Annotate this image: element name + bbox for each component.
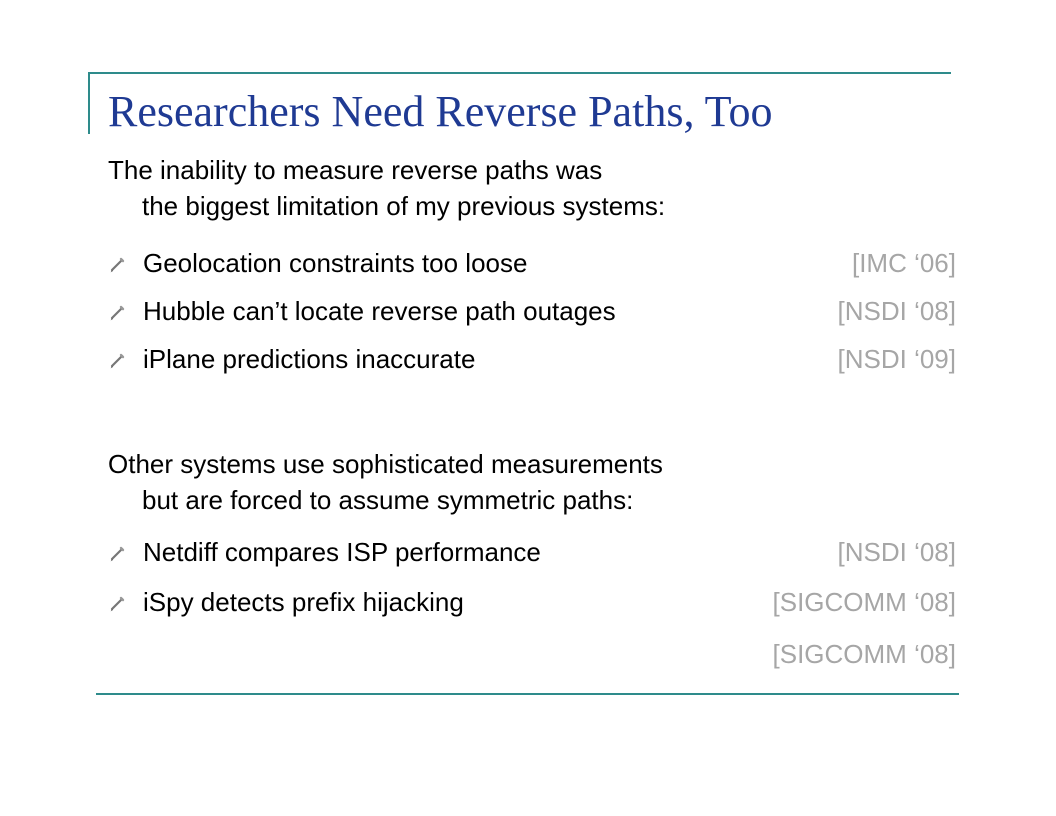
bullet-text: iPlane predictions inaccurate xyxy=(143,344,476,374)
list-item: Hubble can’t locate reverse path outages… xyxy=(108,293,956,329)
extra-citation: [SIGCOMM ‘08] xyxy=(772,639,956,669)
bullet-text: Hubble can’t locate reverse path outages xyxy=(143,296,616,326)
section2-intro-line1: Other systems use sophisticated measurem… xyxy=(108,449,663,479)
citation: [NSDI ‘09] xyxy=(837,344,957,374)
pencil-icon xyxy=(110,596,125,612)
pencil-icon xyxy=(110,305,125,321)
bullet-text: iSpy detects prefix hijacking xyxy=(143,587,464,617)
citation: [SIGCOMM ‘08] xyxy=(772,587,956,617)
list-item: Netdiff compares ISP performance [NSDI ‘… xyxy=(108,534,956,570)
citation: [NSDI ‘08] xyxy=(837,537,957,567)
list-item: iPlane predictions inaccurate [NSDI ‘09] xyxy=(108,341,956,377)
pencil-icon xyxy=(110,353,125,369)
section1-intro-line2: the biggest limitation of my previous sy… xyxy=(142,191,666,221)
list-item: Geolocation constraints too loose [IMC ‘… xyxy=(108,245,956,281)
bullet-text: Geolocation constraints too loose xyxy=(143,248,528,278)
bullet-text: Netdiff compares ISP performance xyxy=(143,537,541,567)
slide-title: Researchers Need Reverse Paths, Too xyxy=(108,87,773,136)
bottom-rule xyxy=(96,693,959,695)
pencil-icon xyxy=(110,257,125,273)
top-rule xyxy=(88,72,951,74)
section2-intro: Other systems use sophisticated measurem… xyxy=(108,446,663,518)
list-item: iSpy detects prefix hijacking [SIGCOMM ‘… xyxy=(108,584,956,620)
section1-intro-line1: The inability to measure reverse paths w… xyxy=(108,155,603,185)
citation: [NSDI ‘08] xyxy=(837,296,957,326)
section2-intro-line2: but are forced to assume symmetric paths… xyxy=(142,485,634,515)
citation: [IMC ‘06] xyxy=(851,248,956,278)
left-rule xyxy=(88,72,90,134)
pencil-icon xyxy=(110,546,125,562)
section1-intro: The inability to measure reverse paths w… xyxy=(108,152,665,224)
